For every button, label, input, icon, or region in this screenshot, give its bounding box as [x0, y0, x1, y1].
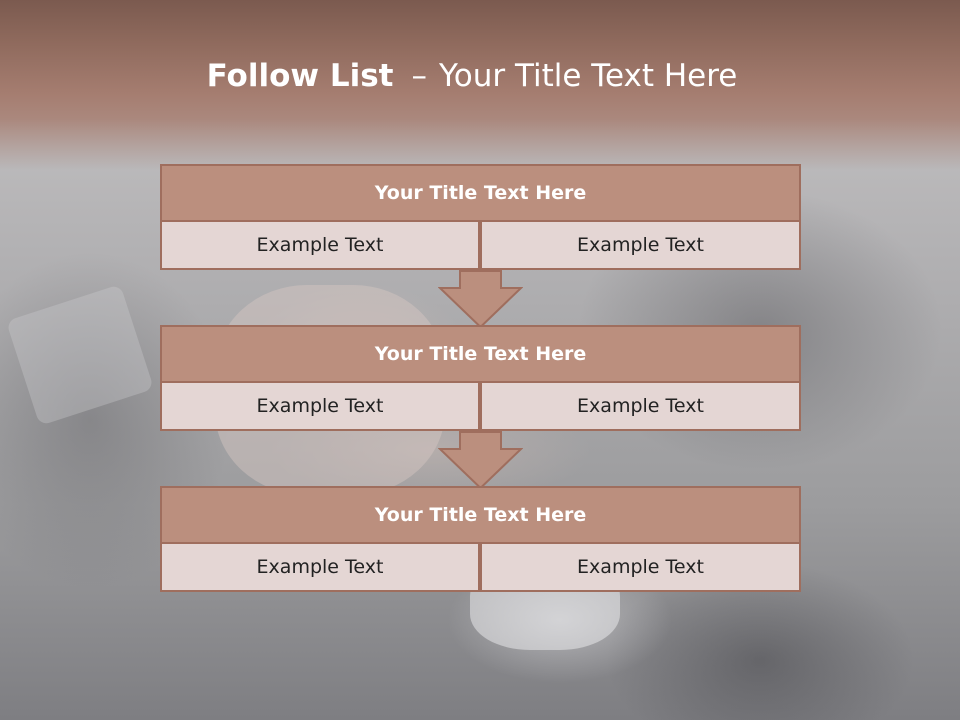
list-block-2: Your Title Text Here Example Text Exampl… [160, 325, 801, 431]
block-cell-right[interactable]: Example Text [480, 542, 801, 592]
title-banner [0, 0, 960, 170]
down-arrow-icon [438, 431, 523, 489]
slide-title-rest: Your Title Text Here [438, 58, 738, 94]
list-block-3: Your Title Text Here Example Text Exampl… [160, 486, 801, 592]
slide-title: Follow List–Your Title Text Here [0, 58, 944, 94]
list-block-1: Your Title Text Here Example Text Exampl… [160, 164, 801, 270]
block-title[interactable]: Your Title Text Here [160, 486, 801, 544]
down-arrow-icon [438, 270, 523, 328]
block-title[interactable]: Your Title Text Here [160, 164, 801, 222]
background-lapel-shape [5, 284, 155, 426]
block-cell-right[interactable]: Example Text [480, 220, 801, 270]
block-title[interactable]: Your Title Text Here [160, 325, 801, 383]
block-cell-right[interactable]: Example Text [480, 381, 801, 431]
slide-title-separator: – [411, 58, 427, 94]
block-cell-left[interactable]: Example Text [160, 381, 480, 431]
block-cell-left[interactable]: Example Text [160, 542, 480, 592]
slide-title-bold: Follow List [206, 58, 394, 94]
block-cell-left[interactable]: Example Text [160, 220, 480, 270]
